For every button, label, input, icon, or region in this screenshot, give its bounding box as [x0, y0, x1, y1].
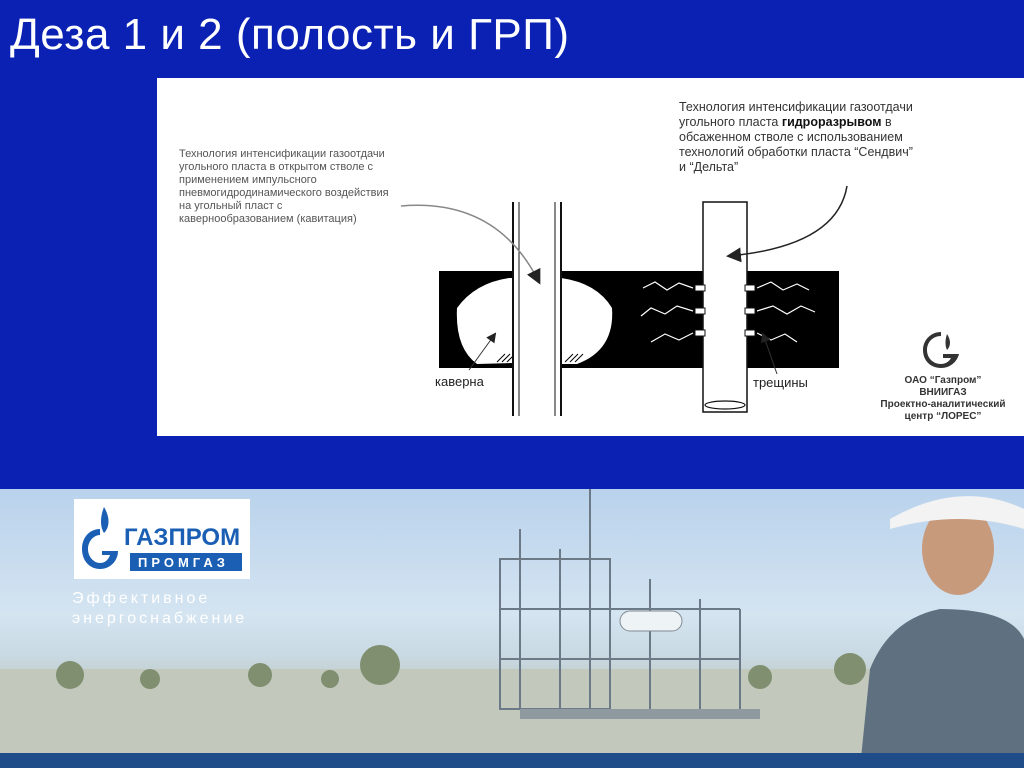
- slide-title: Деза 1 и 2 (полость и ГРП): [10, 10, 570, 59]
- vniigaz-logo: [923, 332, 959, 368]
- arrow-cracks: [760, 332, 778, 375]
- caption-hydrofracturing: Технология интенсификации газоотдачи уго…: [679, 100, 919, 175]
- arrow-to-cavity: [400, 204, 541, 285]
- tagline: Эффективное энергоснабжение: [72, 589, 247, 629]
- industrial-photo-placeholder: [0, 489, 1024, 768]
- org-line-2: ВНИИГАЗ: [919, 387, 967, 398]
- gazprom-promgaz-logo: ГАЗПРОМ ПРОМГАЗ: [74, 499, 250, 579]
- arrow-caverna: [468, 332, 497, 371]
- org-line-3: Проектно-аналитический: [880, 399, 1006, 410]
- coal-seam-right: [747, 271, 839, 368]
- org-attribution: ОАО “Газпром” ВНИИГАЗ Проектно-аналитиче…: [863, 375, 1023, 423]
- arrow-to-fracture-well: [726, 185, 848, 263]
- worker-figure: [860, 609, 1024, 768]
- diagram-panel: Технология интенсификации газоотдачи уго…: [157, 78, 1024, 436]
- tagline-line-1: Эффективное: [72, 590, 211, 607]
- logo-text-promgaz: ПРОМГАЗ: [138, 555, 229, 570]
- org-line-4: центр “ЛОРЕС”: [904, 411, 982, 422]
- well-2-casing: [702, 201, 748, 413]
- label-cracks: трещины: [753, 375, 808, 390]
- tagline-line-2: энергоснабжение: [72, 610, 248, 627]
- well-diagram: [400, 185, 848, 416]
- caption-cavitation: Технология интенсификации газоотдачи уго…: [179, 148, 389, 225]
- caption-hydrofracturing-bold: гидроразрывом: [781, 115, 882, 129]
- cavity-left-half: [456, 278, 513, 364]
- logo-text-gazprom: ГАЗПРОМ: [124, 524, 240, 551]
- footer-banner: ГАЗПРОМ ПРОМГАЗ Эффективное энергоснабже…: [0, 489, 1024, 768]
- org-line-1: ОАО “Газпром”: [904, 375, 982, 386]
- perforations: [694, 284, 756, 337]
- caption-hydrofracturing-text-2: в обсаженном стволе с использованием тех…: [679, 115, 913, 174]
- cavity-right-half: [561, 278, 613, 364]
- caption-hydrofracturing-text-1: Технология интенсификации газоотдачи уго…: [679, 100, 913, 129]
- label-caverna: каверна: [435, 374, 484, 389]
- bottom-strip: [0, 753, 1024, 768]
